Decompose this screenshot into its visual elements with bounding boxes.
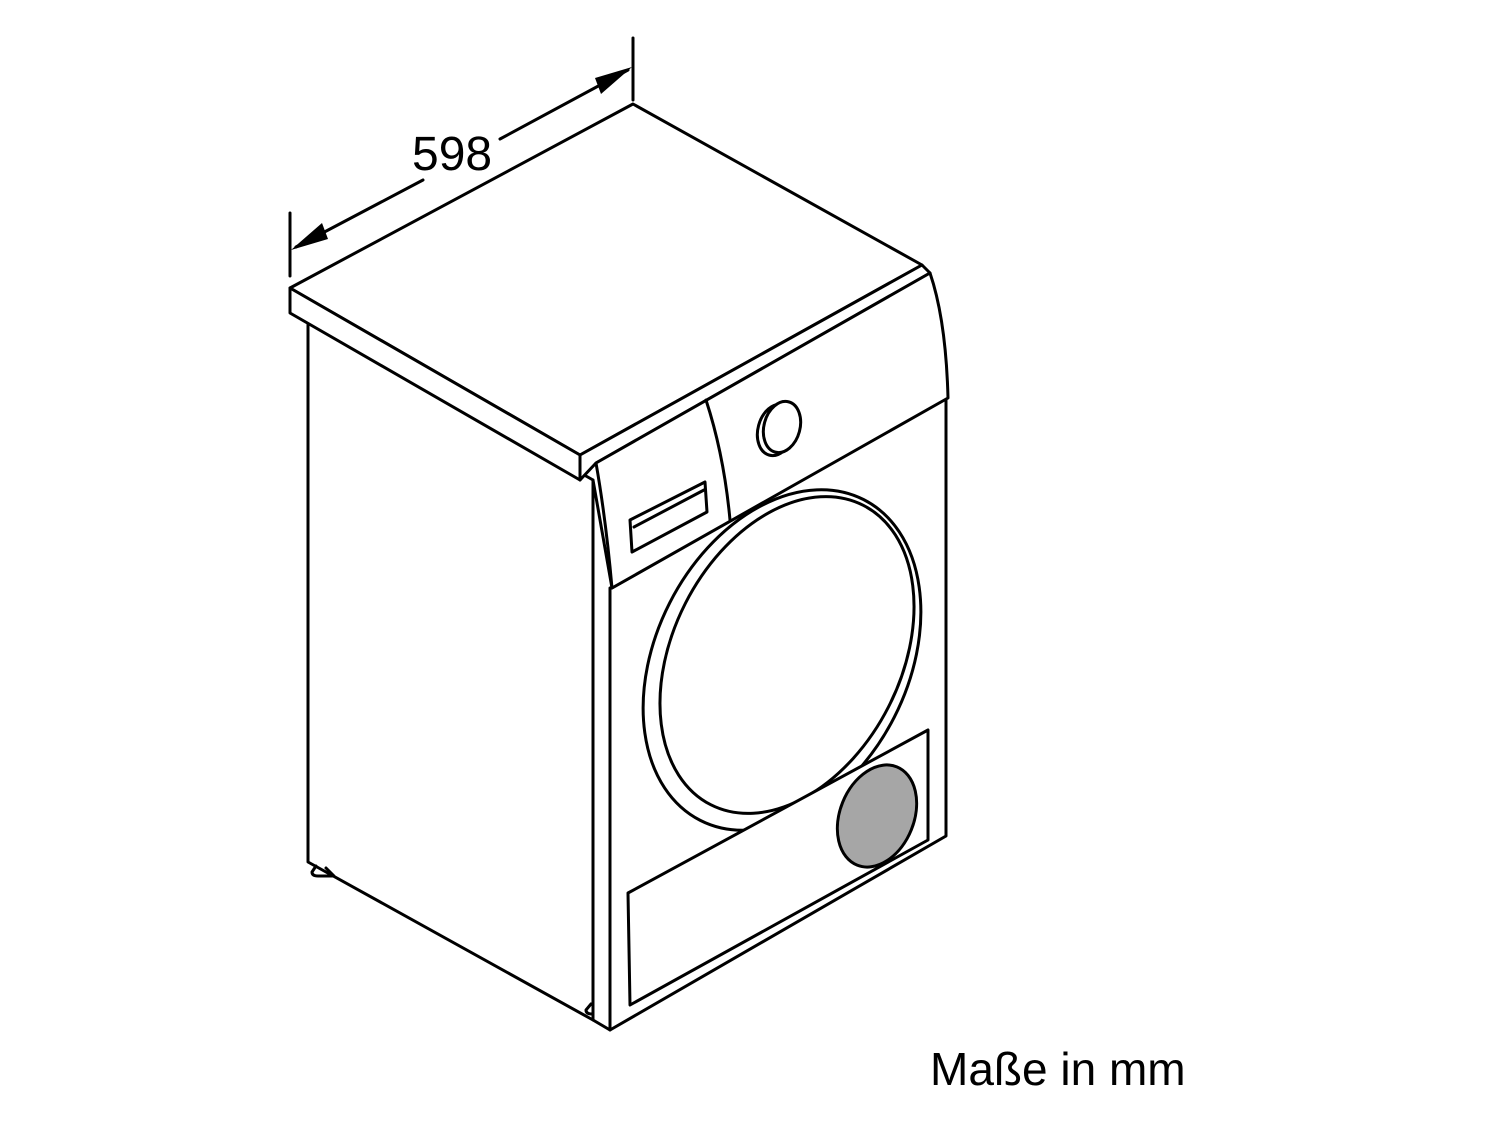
width-label: 598 bbox=[412, 128, 492, 181]
units-caption: Maße in mm bbox=[930, 1043, 1186, 1095]
filter-cover bbox=[835, 763, 919, 869]
arrow-left-icon bbox=[291, 223, 328, 250]
width-dimension: 598 bbox=[288, 36, 635, 278]
arrow-right-icon bbox=[595, 67, 632, 94]
foot-back bbox=[310, 864, 336, 878]
display-inner-line bbox=[632, 488, 706, 529]
program-knob bbox=[755, 399, 803, 458]
panel-divider bbox=[704, 398, 732, 522]
door-glass bbox=[658, 495, 916, 815]
